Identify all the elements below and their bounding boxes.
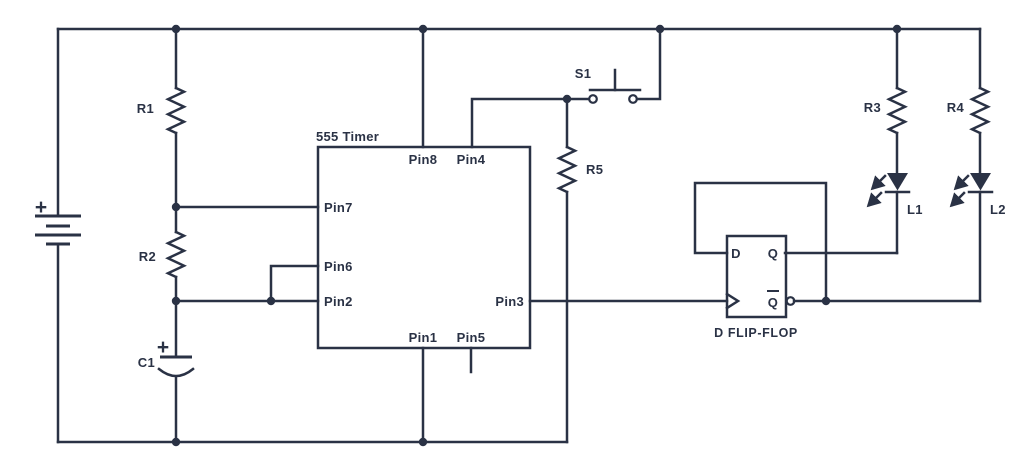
d-flipflop: D Q Q D FLIP-FLOP [693, 181, 982, 340]
l2-label: L2 [990, 202, 1006, 217]
flipflop-d-label: D [731, 246, 741, 261]
resistor-r1: R1 [137, 27, 187, 209]
resistor-r2: R2 [139, 205, 187, 303]
junction-dot [171, 24, 181, 34]
r2-label: R2 [139, 249, 156, 264]
timer-pin2-label: Pin2 [324, 294, 353, 309]
l1-emission-arrow-2 [866, 191, 883, 208]
pin6-branch-wire [269, 264, 320, 303]
clock-triangle-icon [725, 292, 741, 310]
r5-zigzag [556, 145, 578, 194]
junction-dot [171, 437, 181, 447]
r1-zigzag [165, 86, 187, 135]
r1-label: R1 [137, 101, 154, 116]
flipflop-qbar-label: Q [768, 295, 778, 310]
s1-right-wire [635, 27, 662, 101]
c1-plus-sign: + [157, 336, 169, 359]
pin4-wire [470, 97, 569, 149]
c1-curved-plate [157, 367, 195, 378]
r3-label: R3 [864, 100, 881, 115]
junction-dot [821, 296, 831, 306]
battery-symbol: + [35, 27, 81, 444]
r4-label: R4 [947, 100, 965, 115]
junction-dot [892, 24, 902, 34]
resistor-r4: R4 [947, 27, 991, 175]
battery-plus-sign: + [35, 196, 47, 219]
r3-zigzag [886, 86, 908, 135]
resistor-r3: R3 [864, 27, 908, 175]
switch-s1: S1 [565, 27, 662, 104]
flipflop-body [725, 234, 788, 319]
l2-diode-triangle [970, 173, 991, 191]
s1-label: S1 [575, 66, 592, 81]
l1-label: L1 [907, 202, 923, 217]
junction-dot [266, 296, 276, 306]
timer-pin7-label: Pin7 [324, 200, 353, 215]
timer-pin1-label: Pin1 [409, 330, 438, 345]
junction-dots [171, 24, 902, 447]
l2-emission-arrow-1 [953, 174, 970, 191]
qbar-feedback-wire [693, 181, 828, 303]
r5-label: R5 [586, 162, 603, 177]
capacitor-c1: + C1 [138, 299, 195, 444]
timer-pin3-label: Pin3 [495, 294, 524, 309]
r2-zigzag [165, 230, 187, 279]
s1-right-contact [628, 94, 638, 104]
timer-pin6-label: Pin6 [324, 259, 353, 274]
l1-emission-arrow-1 [870, 174, 887, 191]
timer-pin4-label: Pin4 [457, 152, 486, 167]
led-l2: L2 [949, 173, 1006, 303]
timer-pin5-label: Pin5 [457, 330, 486, 345]
junction-dot [418, 24, 428, 34]
flipflop-q-label: Q [768, 246, 778, 261]
resistor-r5: R5 [556, 97, 603, 444]
s1-left-contact [588, 94, 598, 104]
r4-zigzag [969, 86, 991, 135]
timer-555-body [316, 145, 532, 350]
led-l1: L1 [866, 173, 923, 255]
junction-dot [655, 24, 665, 34]
timer-pin8-label: Pin8 [409, 152, 438, 167]
junction-dot [418, 437, 428, 447]
junction-dot [171, 202, 181, 212]
l2-emission-arrow-2 [949, 191, 966, 208]
junction-dot [562, 94, 572, 104]
l1-diode-triangle [887, 173, 908, 191]
flipflop-caption: D FLIP-FLOP [714, 326, 798, 340]
c1-label: C1 [138, 355, 155, 370]
timer-555-label: 555 Timer [316, 129, 379, 144]
timer-555-ic: 555 Timer Pin8 Pin4 Pin7 Pin6 Pin2 Pin3 … [316, 129, 532, 350]
junction-dot [171, 296, 181, 306]
